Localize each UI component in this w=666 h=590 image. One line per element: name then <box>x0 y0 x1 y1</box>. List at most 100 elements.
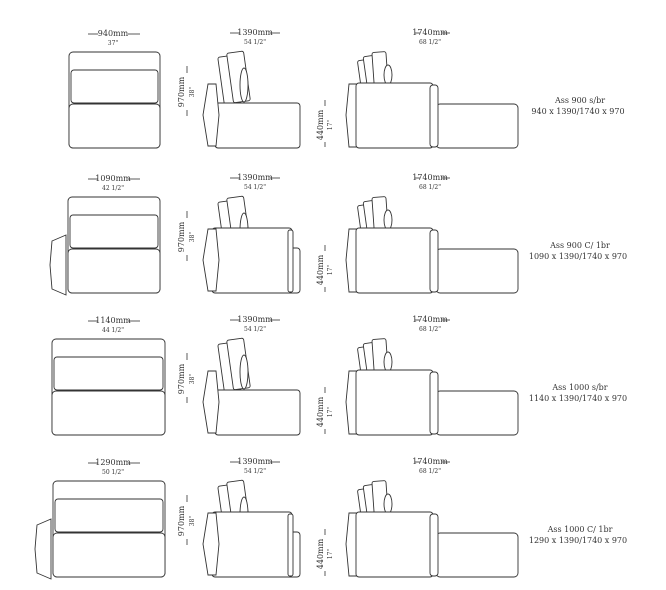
depth-mm-label: 1390mm <box>237 457 273 466</box>
throw-pillow <box>383 64 393 86</box>
arm-right <box>429 84 439 148</box>
seat-cushion <box>51 390 166 436</box>
extended-depth-inch-label: 68 1/2" <box>419 184 441 191</box>
sofa-body <box>355 227 434 294</box>
armrest <box>287 513 294 577</box>
seat-height-mm-label: 440mm <box>316 396 325 427</box>
depth-inch-label: 54 1/2" <box>244 39 266 46</box>
throw-pillow <box>239 67 249 103</box>
arm-body <box>211 511 293 578</box>
height-inch-label: 38" <box>189 87 196 98</box>
seat-height-mm-label: 440mm <box>316 109 325 140</box>
extended-depth-mm-label: 1740mm <box>412 457 448 466</box>
height-mm-label: 970mm <box>177 505 186 536</box>
front-view: 1090mm 42 1/2" <box>49 174 161 296</box>
seat-height-inch-label: 17" <box>327 120 334 131</box>
extended-depth-mm-label: 1740mm <box>412 315 448 324</box>
throw-pillow <box>383 351 393 373</box>
seat-height-inch-label: 17" <box>327 407 334 418</box>
depth-mm-label: 1390mm <box>237 173 273 182</box>
side-pillow <box>202 512 220 576</box>
width-mm-label: 1090mm <box>95 174 131 183</box>
throw-pillow <box>383 209 393 231</box>
arm-right <box>429 229 439 293</box>
height-mm-label: 970mm <box>177 76 186 107</box>
seat-height-inch-label: 17" <box>327 549 334 560</box>
depth-mm-label: 1390mm <box>237 28 273 37</box>
width-mm-label: 1140mm <box>95 316 131 325</box>
seat-body <box>214 389 301 436</box>
extension-seat <box>435 103 519 149</box>
width-inch-label: 50 1/2" <box>102 469 124 476</box>
sofa-body <box>355 369 434 436</box>
extended-depth-inch-label: 68 1/2" <box>419 468 441 475</box>
back-cushion <box>53 356 164 391</box>
arm-right <box>429 513 439 577</box>
sofa-body <box>355 82 434 149</box>
side-pillow <box>202 370 220 434</box>
front-view: 940mm 37" <box>68 29 161 149</box>
arm-body <box>211 227 293 294</box>
module-size: 940 x 1390/1740 x 970 <box>531 107 624 116</box>
arm-cushion <box>34 518 52 580</box>
width-inch-label: 44 1/2" <box>102 327 124 334</box>
depth-inch-label: 54 1/2" <box>244 468 266 475</box>
height-mm-label: 970mm <box>177 221 186 252</box>
module-name: Ass 1000 C/ 1br <box>547 525 613 534</box>
extension-seat <box>435 532 519 578</box>
arm-right <box>429 371 439 435</box>
back-cushion <box>69 214 159 249</box>
width-mm-label: 940mm <box>98 29 129 38</box>
front-view: 1290mm 50 1/2" <box>34 458 166 580</box>
armrest <box>287 229 294 293</box>
back-cushion <box>54 498 164 533</box>
width-inch-label: 37" <box>108 40 119 47</box>
side-pillow <box>202 83 220 147</box>
seat-body <box>214 102 301 149</box>
side-pillow <box>202 228 220 292</box>
height-mm-label: 970mm <box>177 363 186 394</box>
seat-cushion <box>52 532 166 578</box>
throw-pillow <box>383 493 393 515</box>
height-inch-label: 38" <box>189 232 196 243</box>
depth-inch-label: 54 1/2" <box>244 326 266 333</box>
depth-inch-label: 54 1/2" <box>244 184 266 191</box>
back-cushion <box>70 69 159 104</box>
seat-height-inch-label: 17" <box>327 265 334 276</box>
seat-cushion <box>67 248 161 294</box>
width-mm-label: 1290mm <box>95 458 131 467</box>
seat-cushion <box>68 103 161 149</box>
module-size: 1090 x 1390/1740 x 970 <box>529 252 627 261</box>
extended-depth-inch-label: 68 1/2" <box>419 326 441 333</box>
extended-depth-mm-label: 1740mm <box>412 173 448 182</box>
seat-height-mm-label: 440mm <box>316 538 325 569</box>
module-size: 1140 x 1390/1740 x 970 <box>529 394 627 403</box>
height-inch-label: 38" <box>189 516 196 527</box>
seat-height-mm-label: 440mm <box>316 254 325 285</box>
extended-depth-mm-label: 1740mm <box>412 28 448 37</box>
extension-seat <box>435 390 519 436</box>
extension-seat <box>435 248 519 294</box>
height-inch-label: 38" <box>189 374 196 385</box>
depth-mm-label: 1390mm <box>237 315 273 324</box>
throw-pillow <box>239 354 249 390</box>
module-name: Ass 1000 s/br <box>551 383 607 392</box>
module-name: Ass 900 C/ 1br <box>549 241 610 250</box>
arm-cushion <box>49 234 67 296</box>
module-name: Ass 900 s/br <box>554 96 605 105</box>
width-inch-label: 42 1/2" <box>102 185 124 192</box>
sofa-body <box>355 511 434 578</box>
extended-depth-inch-label: 68 1/2" <box>419 39 441 46</box>
